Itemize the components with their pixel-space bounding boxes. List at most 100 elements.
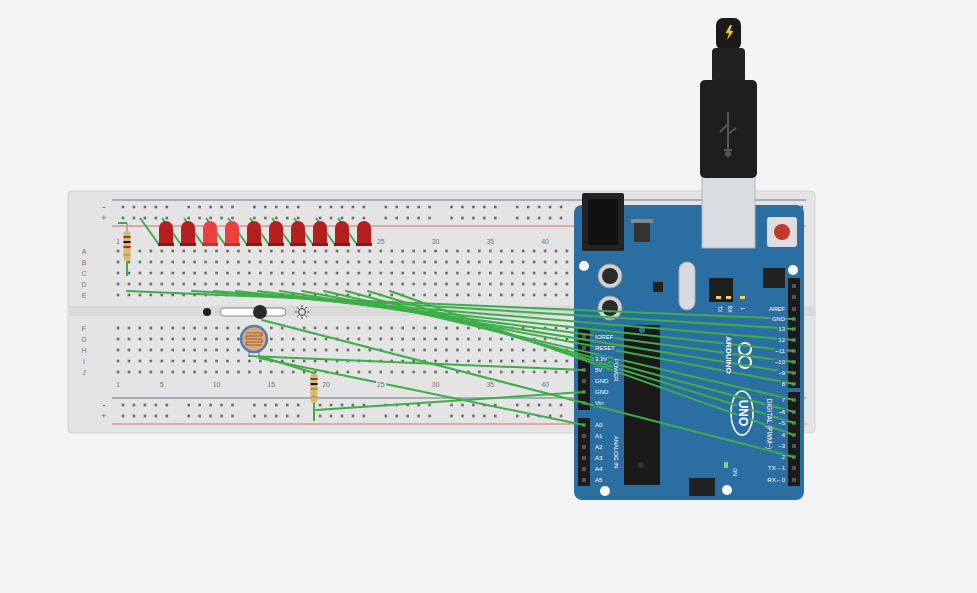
breadboard-hole <box>248 360 251 363</box>
breadboard: -+125303540ABCDEFGHIJ1510152025303540-+ <box>68 191 815 433</box>
breadboard-hole <box>544 261 547 264</box>
breadboard-hole <box>347 327 350 330</box>
breadboard-hole <box>522 261 525 264</box>
breadboard-hole <box>204 283 207 286</box>
breadboard-label: E <box>81 292 88 299</box>
resistor-symbol <box>311 396 318 398</box>
breadboard-hole <box>467 261 470 264</box>
breadboard-hole <box>434 371 437 374</box>
breadboard-hole <box>511 360 514 363</box>
breadboard-hole <box>522 371 525 374</box>
breadboard-hole <box>478 371 481 374</box>
breadboard-hole <box>182 371 185 374</box>
breadboard-label: 35 <box>485 381 495 388</box>
breadboard-hole <box>380 283 383 286</box>
led-symbol <box>268 243 284 246</box>
breadboard-label: 10 <box>212 381 222 388</box>
pin-label: ~11 <box>774 348 786 354</box>
breadboard-hole <box>237 349 240 352</box>
breadboard-hole <box>253 206 256 209</box>
breadboard-hole <box>445 261 448 264</box>
arduino-uno-board <box>722 485 732 495</box>
arduino-uno-board <box>788 265 798 275</box>
breadboard-hole <box>511 283 514 286</box>
breadboard-hole <box>434 283 437 286</box>
breadboard-hole <box>500 272 503 275</box>
breadboard-hole <box>489 371 492 374</box>
breadboard-hole <box>314 349 317 352</box>
arduino-uno-board <box>588 199 618 245</box>
breadboard-hole <box>549 217 552 220</box>
usb-cable <box>712 48 745 83</box>
breadboard-hole <box>193 338 196 341</box>
pin-label: ~5 <box>777 420 786 426</box>
resistor-symbol <box>311 373 318 403</box>
arduino-uno-board <box>788 392 800 486</box>
breadboard-hole <box>286 206 289 209</box>
breadboard-hole <box>406 206 409 209</box>
breadboard-hole <box>363 415 366 418</box>
breadboard-hole <box>516 217 519 220</box>
breadboard-hole <box>270 261 273 264</box>
breadboard-hole <box>166 404 169 407</box>
breadboard-hole <box>336 349 339 352</box>
led-symbol <box>247 221 261 246</box>
breadboard-hole <box>297 404 300 407</box>
arduino-uno-board <box>602 300 618 316</box>
breadboard-hole <box>390 250 393 253</box>
pin-label: AREF <box>768 306 786 312</box>
breadboard-hole <box>380 272 383 275</box>
pin-label: A2 <box>594 444 603 450</box>
breadboard-hole <box>336 283 339 286</box>
breadboard-hole <box>489 261 492 264</box>
breadboard-hole <box>193 272 196 275</box>
slide-switch-symbol <box>203 305 309 319</box>
breadboard-hole <box>139 250 142 253</box>
breadboard-hole <box>478 360 481 363</box>
header-pin <box>792 307 796 311</box>
breadboard-hole <box>150 294 153 297</box>
breadboard-hole <box>259 272 262 275</box>
breadboard-hole <box>336 327 339 330</box>
breadboard-hole <box>220 206 223 209</box>
pin-label: GND <box>771 316 786 322</box>
breadboard-hole <box>122 404 125 407</box>
breadboard-hole <box>259 360 262 363</box>
breadboard-hole <box>434 349 437 352</box>
breadboard-hole <box>204 338 207 341</box>
breadboard-hole <box>325 283 328 286</box>
breadboard-hole <box>417 217 420 220</box>
breadboard-hole <box>187 415 190 418</box>
slide-switch-symbol <box>295 305 309 319</box>
led-symbol <box>140 218 160 246</box>
arduino-uno-board <box>578 418 590 486</box>
resistor-symbol <box>311 378 318 380</box>
breadboard-hole <box>428 217 431 220</box>
breadboard-hole <box>237 338 240 341</box>
resistor-symbol <box>124 236 131 238</box>
breadboard-hole <box>171 272 174 275</box>
breadboard-hole <box>467 327 470 330</box>
pin-label: RX←0 <box>766 477 786 483</box>
led-symbol <box>202 243 218 246</box>
breadboard-hole <box>314 338 317 341</box>
breadboard-hole <box>281 327 284 330</box>
breadboard-hole <box>117 360 120 363</box>
breadboard-hole <box>478 272 481 275</box>
breadboard-hole <box>215 360 218 363</box>
breadboard-hole <box>319 217 322 220</box>
breadboard-hole <box>511 272 514 275</box>
breadboard-hole <box>456 283 459 286</box>
breadboard-hole <box>220 217 223 220</box>
led-symbol <box>159 221 173 246</box>
breadboard-hole <box>522 349 525 352</box>
led-symbol <box>313 221 327 246</box>
breadboard-hole <box>472 206 475 209</box>
breadboard-hole <box>560 217 563 220</box>
breadboard-hole <box>275 206 278 209</box>
breadboard-hole <box>187 404 190 407</box>
breadboard-hole <box>166 415 169 418</box>
breadboard-hole <box>390 272 393 275</box>
breadboard-hole <box>281 250 284 253</box>
